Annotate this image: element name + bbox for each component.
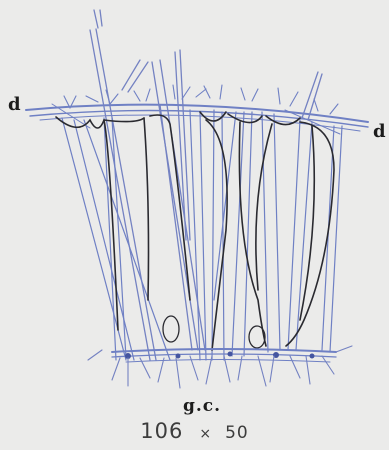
root-fibers — [88, 346, 352, 388]
label-d-left: d — [8, 96, 21, 114]
figure-caption: 106 × 50 — [0, 419, 389, 443]
times-sign: × — [199, 426, 211, 442]
label-gc: g.c. — [183, 398, 221, 415]
figure-number: 106 — [140, 419, 183, 443]
vertical-fibers — [62, 110, 342, 360]
label-d-right: d — [373, 123, 386, 141]
long-rods — [90, 10, 322, 360]
magnification: 50 — [225, 423, 249, 443]
